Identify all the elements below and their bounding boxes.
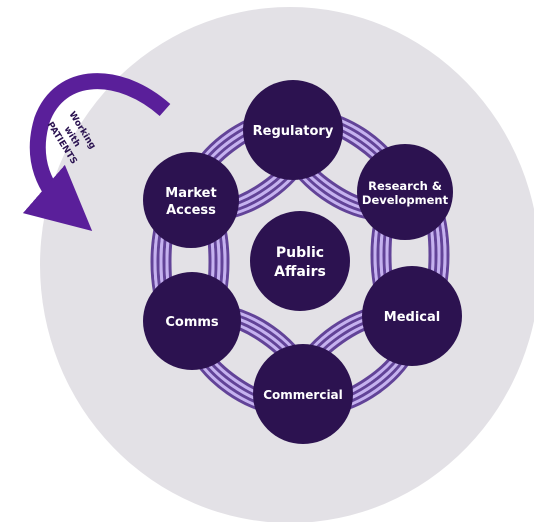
node-commercial-circle <box>253 344 353 444</box>
node-public-affairs-label-2: Affairs <box>274 264 326 280</box>
node-public-affairs: Public Affairs <box>250 211 350 311</box>
node-commercial-label: Commercial <box>263 388 343 402</box>
node-market-access-circle <box>143 152 239 248</box>
node-comms: Comms <box>143 272 241 370</box>
node-regulatory-circle <box>243 80 343 180</box>
node-public-affairs-label-1: Public <box>276 245 324 261</box>
node-market-access-label-1: Market <box>165 186 216 201</box>
node-research-development-circle <box>357 144 453 240</box>
node-research-development-label-2: Development <box>362 193 449 207</box>
node-medical-circle <box>362 266 462 366</box>
node-market-access: Market Access <box>143 152 239 248</box>
node-regulatory-label: Regulatory <box>253 124 334 139</box>
node-medical: Medical <box>362 266 462 366</box>
curved-arrow <box>22 73 171 232</box>
node-research-development: Research & Development <box>357 144 453 240</box>
node-regulatory: Regulatory <box>243 80 343 180</box>
node-commercial: Commercial <box>253 344 353 444</box>
node-research-development-label-1: Research & <box>368 179 442 193</box>
node-market-access-label-2: Access <box>166 203 216 218</box>
node-medical-label: Medical <box>384 310 440 325</box>
node-public-affairs-circle <box>250 211 350 311</box>
node-comms-label: Comms <box>165 315 219 330</box>
node-comms-circle <box>143 272 241 370</box>
